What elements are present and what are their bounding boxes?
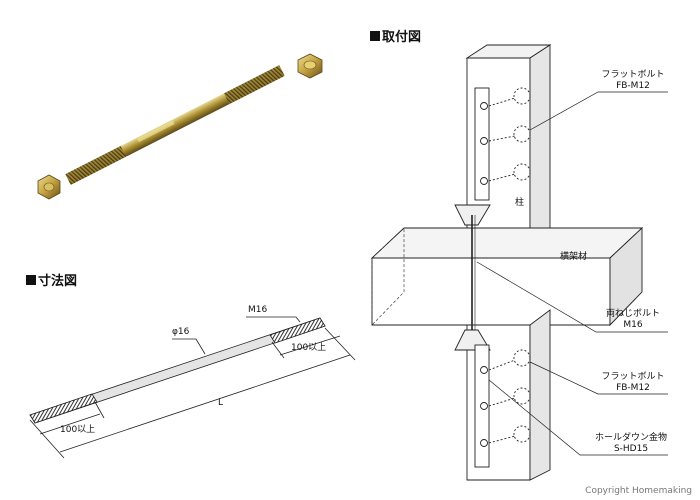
flat-bolt-head-icon	[513, 87, 531, 105]
flat-bolt-head-icon	[513, 349, 531, 367]
dimension-drawing	[29, 316, 356, 459]
pillar-side-upper	[529, 44, 551, 241]
bolt-thread-right	[223, 65, 285, 105]
label-thread-len-left: 100以上	[60, 425, 96, 435]
beam-side	[609, 226, 643, 327]
label-beam: 横架材	[560, 252, 588, 262]
leader-holddown	[488, 379, 668, 456]
dimension-diagram-title: 寸法図	[26, 270, 77, 289]
label-holddown: ホールダウン金物 S-HD15	[590, 433, 672, 455]
beam-front	[371, 257, 611, 326]
double-bolt-code: M16	[623, 320, 643, 330]
label-thread-size: M16	[248, 305, 268, 315]
label-flat-bolt-bottom: フラットボルト FB-M12	[598, 372, 668, 394]
rod-thread-left	[29, 393, 98, 424]
flat-bolt-head-icon	[513, 125, 531, 143]
beam-top	[370, 227, 644, 259]
label-thread-len-right: 100以上	[291, 343, 327, 353]
leader-thread-size	[246, 316, 301, 323]
label-length: L	[218, 398, 224, 408]
flat-bolt-head-icon	[513, 425, 531, 443]
square-bullet-icon	[370, 30, 380, 41]
copyright-notice: Copyright Homemaking	[585, 486, 692, 496]
install-drawing	[370, 44, 644, 481]
dim-line-length	[59, 354, 351, 453]
dim-line-thread-right	[279, 335, 341, 356]
holddown-text: ホールダウン金物	[594, 433, 667, 443]
leader-flat-bolt-bottom	[529, 361, 668, 395]
flat-bolt-head-icon	[513, 387, 531, 405]
bolt-photo	[37, 53, 323, 200]
dimension-title-text: 寸法図	[38, 274, 78, 289]
install-diagram-title: 取付図	[370, 26, 421, 45]
pillar-side-lower	[529, 309, 551, 481]
install-title-text: 取付図	[382, 30, 422, 45]
flat-bolt-top-code: FB-M12	[616, 81, 650, 91]
bolt-thread-left	[65, 145, 127, 185]
flat-bolt-top-text: フラットボルト	[601, 70, 665, 80]
label-diameter: φ16	[172, 327, 190, 337]
nut-left-icon	[37, 174, 61, 200]
label-flat-bolt-top: フラットボルト FB-M12	[598, 70, 668, 92]
install-leaders	[476, 91, 668, 456]
rod-thread-right	[269, 317, 326, 344]
nut-right-icon	[297, 53, 323, 79]
holddown-code: S-HD15	[613, 444, 649, 454]
flat-bolt-bottom-text: フラットボルト	[601, 372, 665, 382]
leader-flat-bolt-top	[529, 91, 668, 131]
leader-diameter	[172, 338, 206, 355]
dim-line-thread-left	[39, 413, 101, 435]
square-bullet-icon	[26, 274, 36, 285]
leader-double-bolt	[476, 261, 668, 333]
label-double-bolt: 両ねじボルト M16	[598, 309, 668, 331]
label-pillar: 柱	[515, 198, 525, 208]
double-bolt-text: 両ねじボルト	[605, 309, 660, 319]
flat-bolt-head-icon	[513, 163, 531, 181]
flat-bolt-bottom-code: FB-M12	[616, 383, 650, 393]
